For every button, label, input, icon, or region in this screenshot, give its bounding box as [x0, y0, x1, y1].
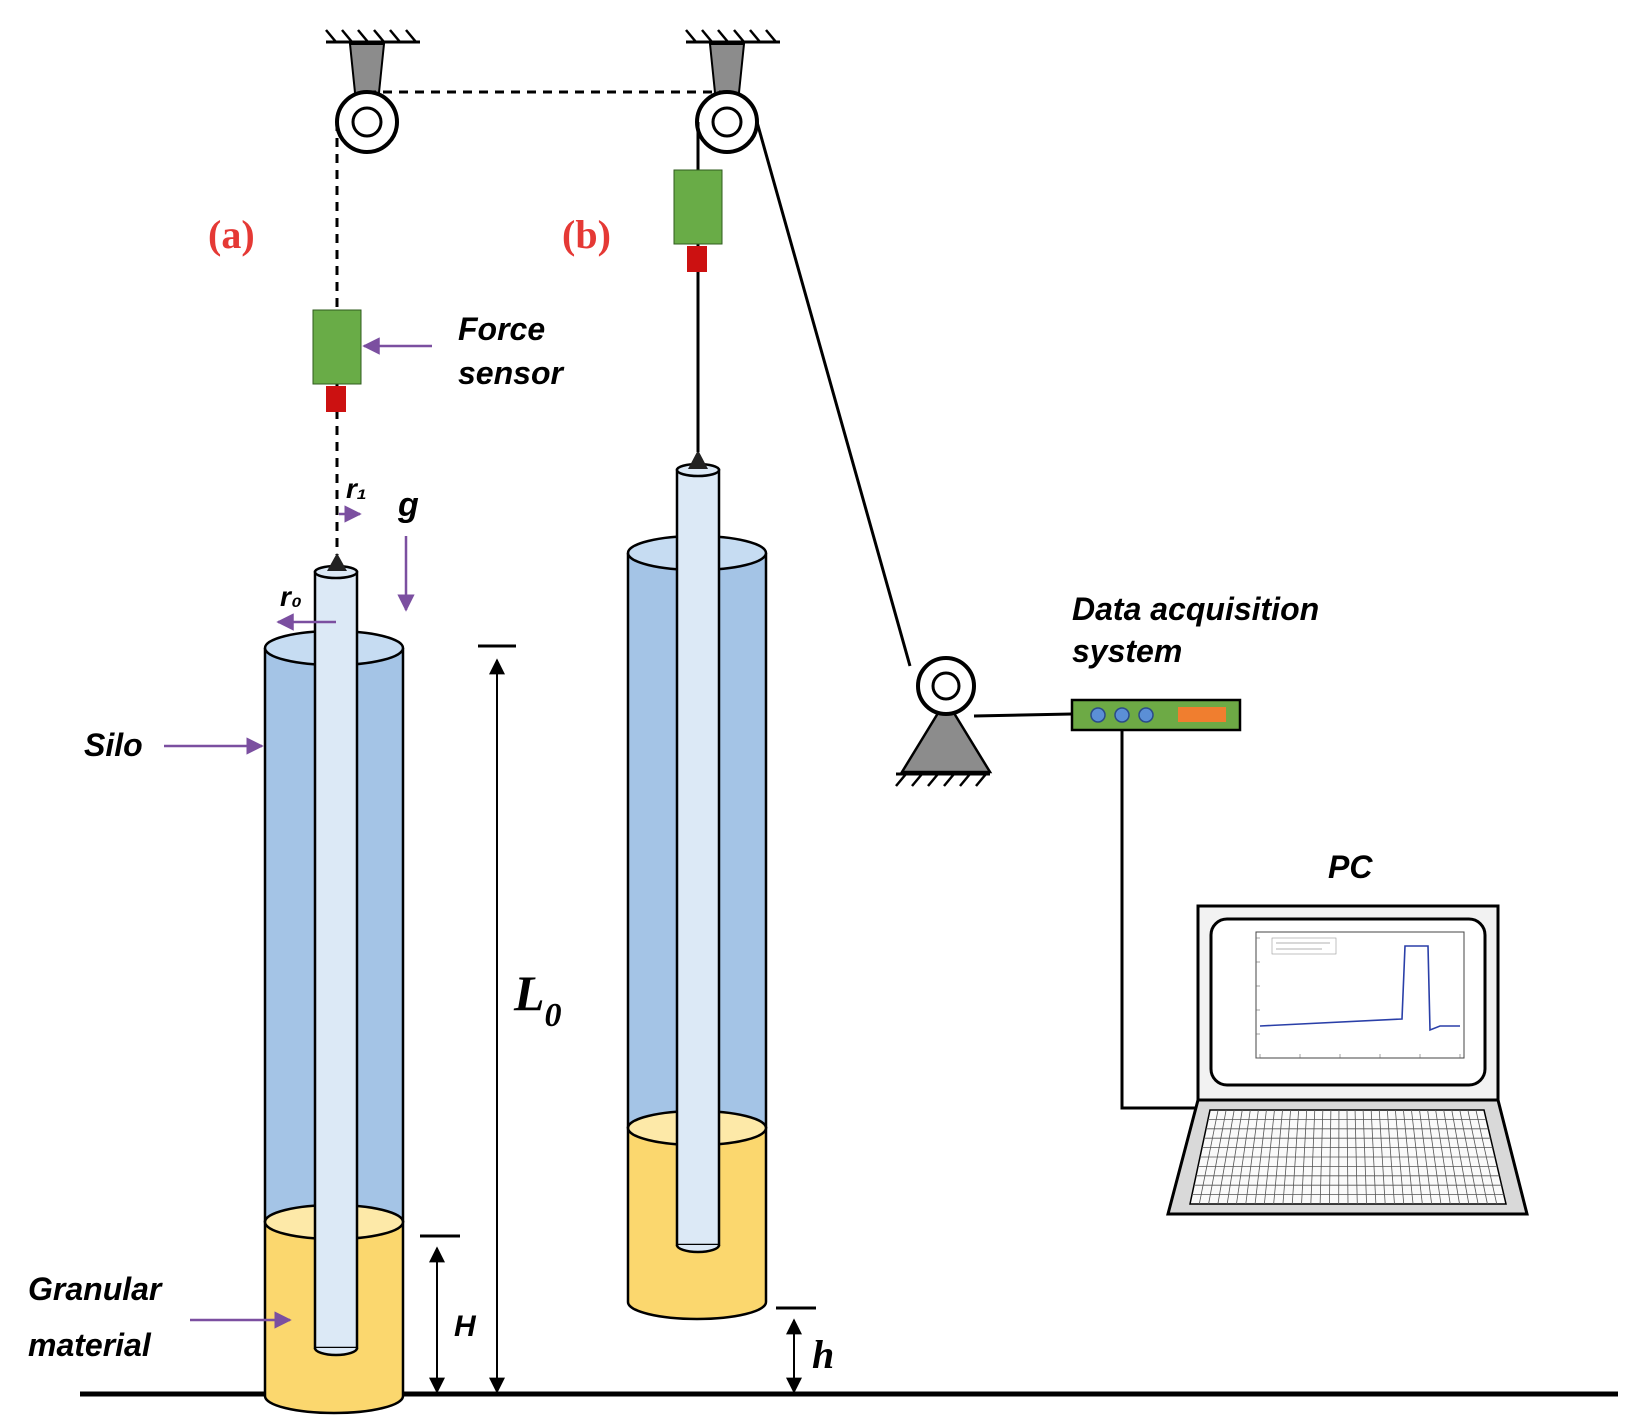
- panel-label-b: (b): [562, 212, 611, 257]
- keyboard-column-line: [1263, 1109, 1275, 1205]
- dimension-H: [420, 1234, 460, 1394]
- keyboard-column-line: [1245, 1109, 1259, 1205]
- keyboard-column-line: [1378, 1109, 1386, 1205]
- wire-pulley-to-daq: [973, 712, 1073, 718]
- keyboard-column-line: [1394, 1109, 1405, 1205]
- lower-pulley: [895, 656, 993, 787]
- cable-to-lower-pulley: [755, 121, 912, 667]
- daq-box: [1070, 698, 1242, 732]
- r1-label: r₁: [346, 473, 367, 504]
- keyboard-column-line: [1198, 1109, 1219, 1205]
- keyboard-column-line: [1354, 1109, 1358, 1205]
- pc-label: PC: [1328, 849, 1373, 885]
- keyboard-column-line: [1443, 1109, 1460, 1205]
- H-label: H: [454, 1310, 477, 1343]
- keyboard-column-line: [1273, 1109, 1283, 1205]
- L0-label: L0: [513, 965, 562, 1034]
- r0-label: r₀: [280, 581, 302, 612]
- keyboard-column-line: [1419, 1109, 1433, 1205]
- rod-a: [313, 553, 359, 1357]
- keyboard-column-line: [1475, 1109, 1498, 1205]
- keyboard-column-line: [1403, 1109, 1414, 1205]
- keyboard-column-line: [1282, 1109, 1291, 1205]
- keyboard-grid: [1192, 1109, 1504, 1205]
- keyboard-column-line: [1435, 1109, 1451, 1205]
- pulley-top-right: [695, 90, 759, 154]
- keyboard-column-line: [1467, 1109, 1488, 1205]
- granular-label-line1: Granular: [28, 1271, 163, 1307]
- keyboard-column-line: [1301, 1109, 1308, 1205]
- keyboard-column-line: [1451, 1109, 1470, 1205]
- pc-plot-line: [1259, 945, 1460, 1032]
- g-label: g: [397, 486, 419, 524]
- keyboard-column-line: [1362, 1109, 1367, 1205]
- h-label: h: [812, 1332, 834, 1377]
- silo-label: Silo: [84, 727, 143, 763]
- rod-b: [675, 450, 721, 1254]
- L0-subscript: 0: [545, 997, 562, 1034]
- keyboard-column-line: [1370, 1109, 1377, 1205]
- granular-label-line2: material: [28, 1327, 152, 1363]
- keyboard-column-line: [1217, 1109, 1235, 1205]
- keyboard-column-line: [1411, 1109, 1423, 1205]
- keyboard-column-line: [1236, 1109, 1251, 1205]
- panel-label-a: (a): [208, 212, 255, 257]
- keyboard-column-line: [1427, 1109, 1442, 1205]
- keyboard-column-line: [1310, 1109, 1316, 1205]
- keyboard-column-line: [1208, 1109, 1227, 1205]
- dimension-h: [776, 1306, 816, 1394]
- keyboard-column-line: [1254, 1109, 1267, 1205]
- keyboard-column-line: [1319, 1109, 1324, 1205]
- keyboard-column-line: [1346, 1109, 1349, 1205]
- daq-label-line2: system: [1072, 633, 1182, 669]
- force-sensor-b: [673, 169, 723, 272]
- pulley-top-left: [335, 90, 399, 154]
- wire-daq-to-pc: [1120, 726, 1198, 1110]
- daq-label-line1: Data acquisition: [1072, 591, 1319, 627]
- keyboard-column-line: [1459, 1109, 1479, 1205]
- keyboard-column-line: [1386, 1109, 1395, 1205]
- force-sensor-a: [312, 309, 362, 412]
- force-sensor-label-line2: sensor: [458, 355, 564, 391]
- dimension-L0: [478, 644, 516, 1394]
- keyboard-column-line: [1291, 1109, 1300, 1205]
- keyboard-column-line: [1329, 1109, 1332, 1205]
- force-sensor-label-line1: Force: [458, 311, 545, 347]
- keyboard-column-line: [1226, 1109, 1243, 1205]
- pc-screen-plot: [1255, 931, 1465, 1059]
